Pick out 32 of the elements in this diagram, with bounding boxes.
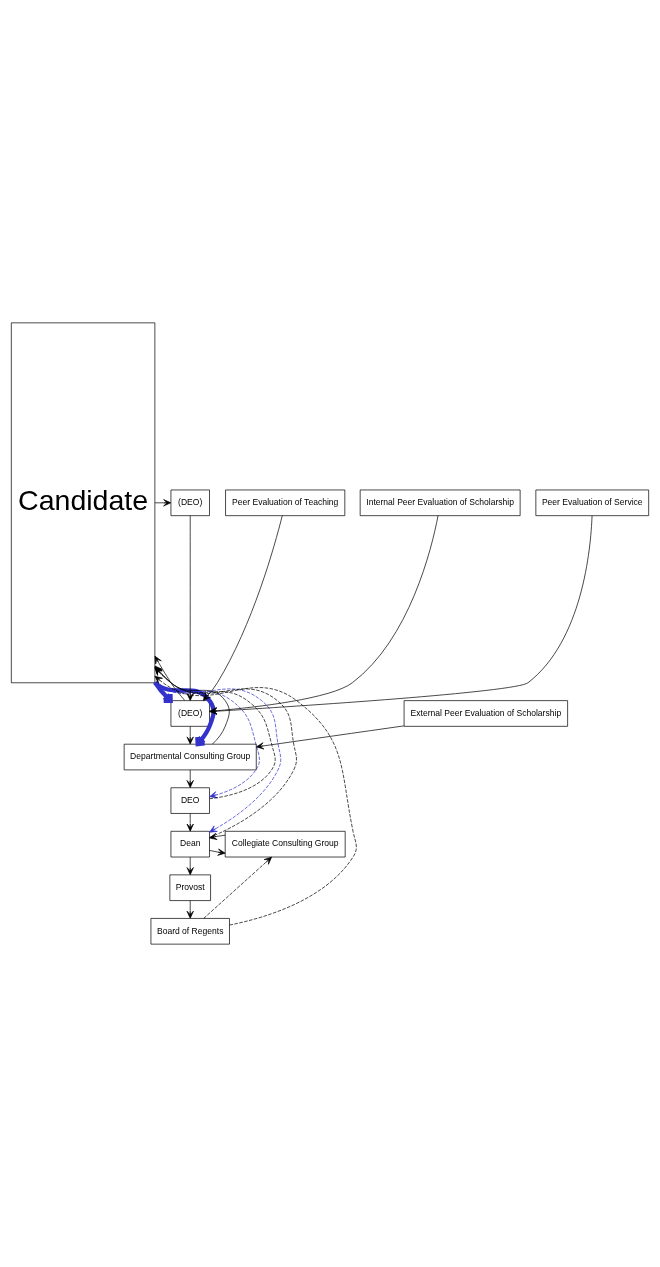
node-box: Internal Peer Evaluation of Scholarship: [359, 489, 521, 517]
arrow: [186, 856, 194, 876]
arrow: [209, 515, 439, 715]
arrow: [203, 856, 272, 919]
arrow: [186, 900, 194, 919]
arrow: [209, 832, 226, 840]
arrow: [186, 769, 194, 788]
node-box: Collegiate Consulting Group: [224, 830, 346, 858]
arrow: [153, 680, 173, 704]
arrow: [186, 813, 194, 832]
arrow: [154, 682, 282, 833]
node-box: Peer Evaluation of Teaching: [225, 489, 346, 517]
arrow: [202, 515, 283, 701]
node-box: DEO: [170, 787, 210, 814]
arrow: [209, 515, 593, 715]
node-box: Departmental Consulting Group: [123, 743, 257, 771]
arrow: [256, 725, 405, 750]
arrow: [154, 675, 357, 926]
arrow: [186, 726, 194, 745]
node-box: (DEO): [170, 700, 210, 727]
node-box: Dean: [170, 830, 210, 858]
arrow: [186, 515, 194, 701]
node-box: (DEO): [170, 489, 210, 517]
arrow: [154, 499, 172, 507]
node-box: Provost: [169, 874, 211, 901]
node-box: External Peer Evaluation of Scholarship: [403, 700, 568, 727]
node-box: Peer Evaluation of Service: [535, 489, 650, 517]
arrow: [209, 848, 226, 856]
node-box: Candidate: [10, 322, 156, 684]
arrow: [153, 680, 216, 747]
arrow: [154, 682, 260, 799]
node-box: Board of Regents: [150, 918, 230, 945]
